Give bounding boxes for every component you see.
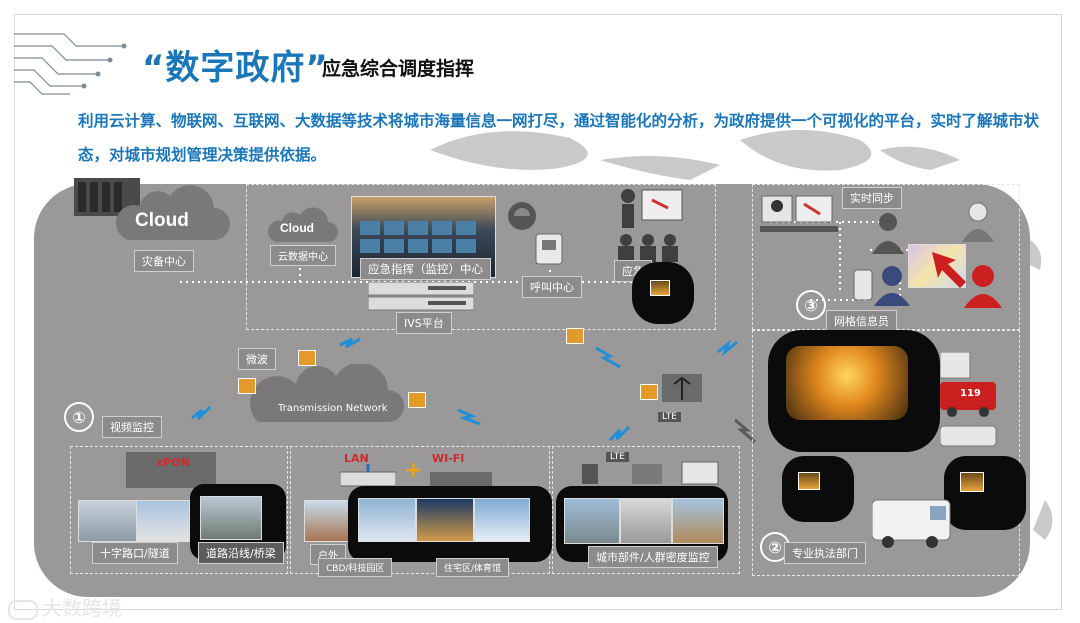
presenter-icon xyxy=(614,186,686,266)
disaster-center-label: 灾备中心 xyxy=(134,250,194,272)
transmission-cloud-icon xyxy=(240,364,410,428)
microwave-label: 微波 xyxy=(238,348,276,370)
cbd-photo xyxy=(358,498,416,542)
call-center-icon xyxy=(502,198,572,268)
number-1-badge: ① xyxy=(64,402,94,432)
camera-tile-4 xyxy=(566,328,584,344)
ivs-server-icon xyxy=(368,282,474,312)
crossroad-photo xyxy=(78,500,138,542)
tunnel-photo xyxy=(136,500,190,542)
cloud-label-2: Cloud xyxy=(280,221,314,235)
city-parts-label: 城市部件/人群密度监控 xyxy=(588,546,718,568)
camera-tile-2 xyxy=(238,378,256,394)
plus-sign: + xyxy=(404,458,422,483)
crossroad-label: 十字路口/隧道 xyxy=(92,542,178,564)
watermark: 大数跨境 xyxy=(8,592,122,621)
video-monitor-label: 视频监控 xyxy=(102,416,162,438)
emergency-van-icon xyxy=(872,494,954,550)
call-center-label: 呼叫中心 xyxy=(522,276,582,298)
number-3-badge: ③ xyxy=(796,290,826,320)
realtime-sync-label: 实时同步 xyxy=(842,187,902,209)
grid-officer-icon xyxy=(852,262,912,308)
grid-officer-label: 网格信息员 xyxy=(826,310,897,332)
camera-tile-3 xyxy=(408,392,426,408)
officer-icon xyxy=(868,210,908,256)
redacted-block-4 xyxy=(944,456,1026,530)
stadium-photo xyxy=(416,498,474,542)
firefighter-icon xyxy=(962,262,1004,310)
city-parts-photo xyxy=(564,498,620,544)
crowd-photo xyxy=(672,498,724,544)
watermark-text: 大数跨境 xyxy=(42,596,122,620)
tower-photo xyxy=(474,498,530,542)
lte-devices-icon xyxy=(572,460,722,488)
tanks-photo xyxy=(620,498,672,544)
flame-thumbnail-2 xyxy=(798,472,820,490)
cloud-data-center-label: 云数据中心 xyxy=(270,245,336,266)
stadium-label: 住宅区/体育馆 xyxy=(436,558,509,577)
cloud-label-1: Cloud xyxy=(135,210,189,232)
monitor-desk-icon xyxy=(760,192,840,242)
bridge-photo xyxy=(200,496,262,540)
command-center-label: 应急指挥（监控）中心 xyxy=(360,258,491,280)
fire-scene-image xyxy=(786,346,908,420)
flame-thumbnail-3 xyxy=(960,472,984,492)
cbd-label: CBD/科技园区 xyxy=(318,558,392,577)
nurse-icon xyxy=(958,198,998,244)
ivs-label: IVS平台 xyxy=(396,312,452,334)
camera-tile-1 xyxy=(298,350,316,366)
road-label: 道路沿线/桥梁 xyxy=(198,542,284,564)
lte-label-1: LTE xyxy=(658,412,681,422)
law-dept-label: 专业执法部门 xyxy=(784,542,866,564)
xpon-label: xPON xyxy=(156,456,190,469)
transmission-label: Transmission Network xyxy=(278,403,388,414)
emergency-vehicles-icon xyxy=(940,352,1000,448)
watermark-logo-icon xyxy=(8,600,38,620)
flame-thumbnail-1 xyxy=(650,280,670,296)
fire-truck-number: 119 xyxy=(960,388,981,399)
